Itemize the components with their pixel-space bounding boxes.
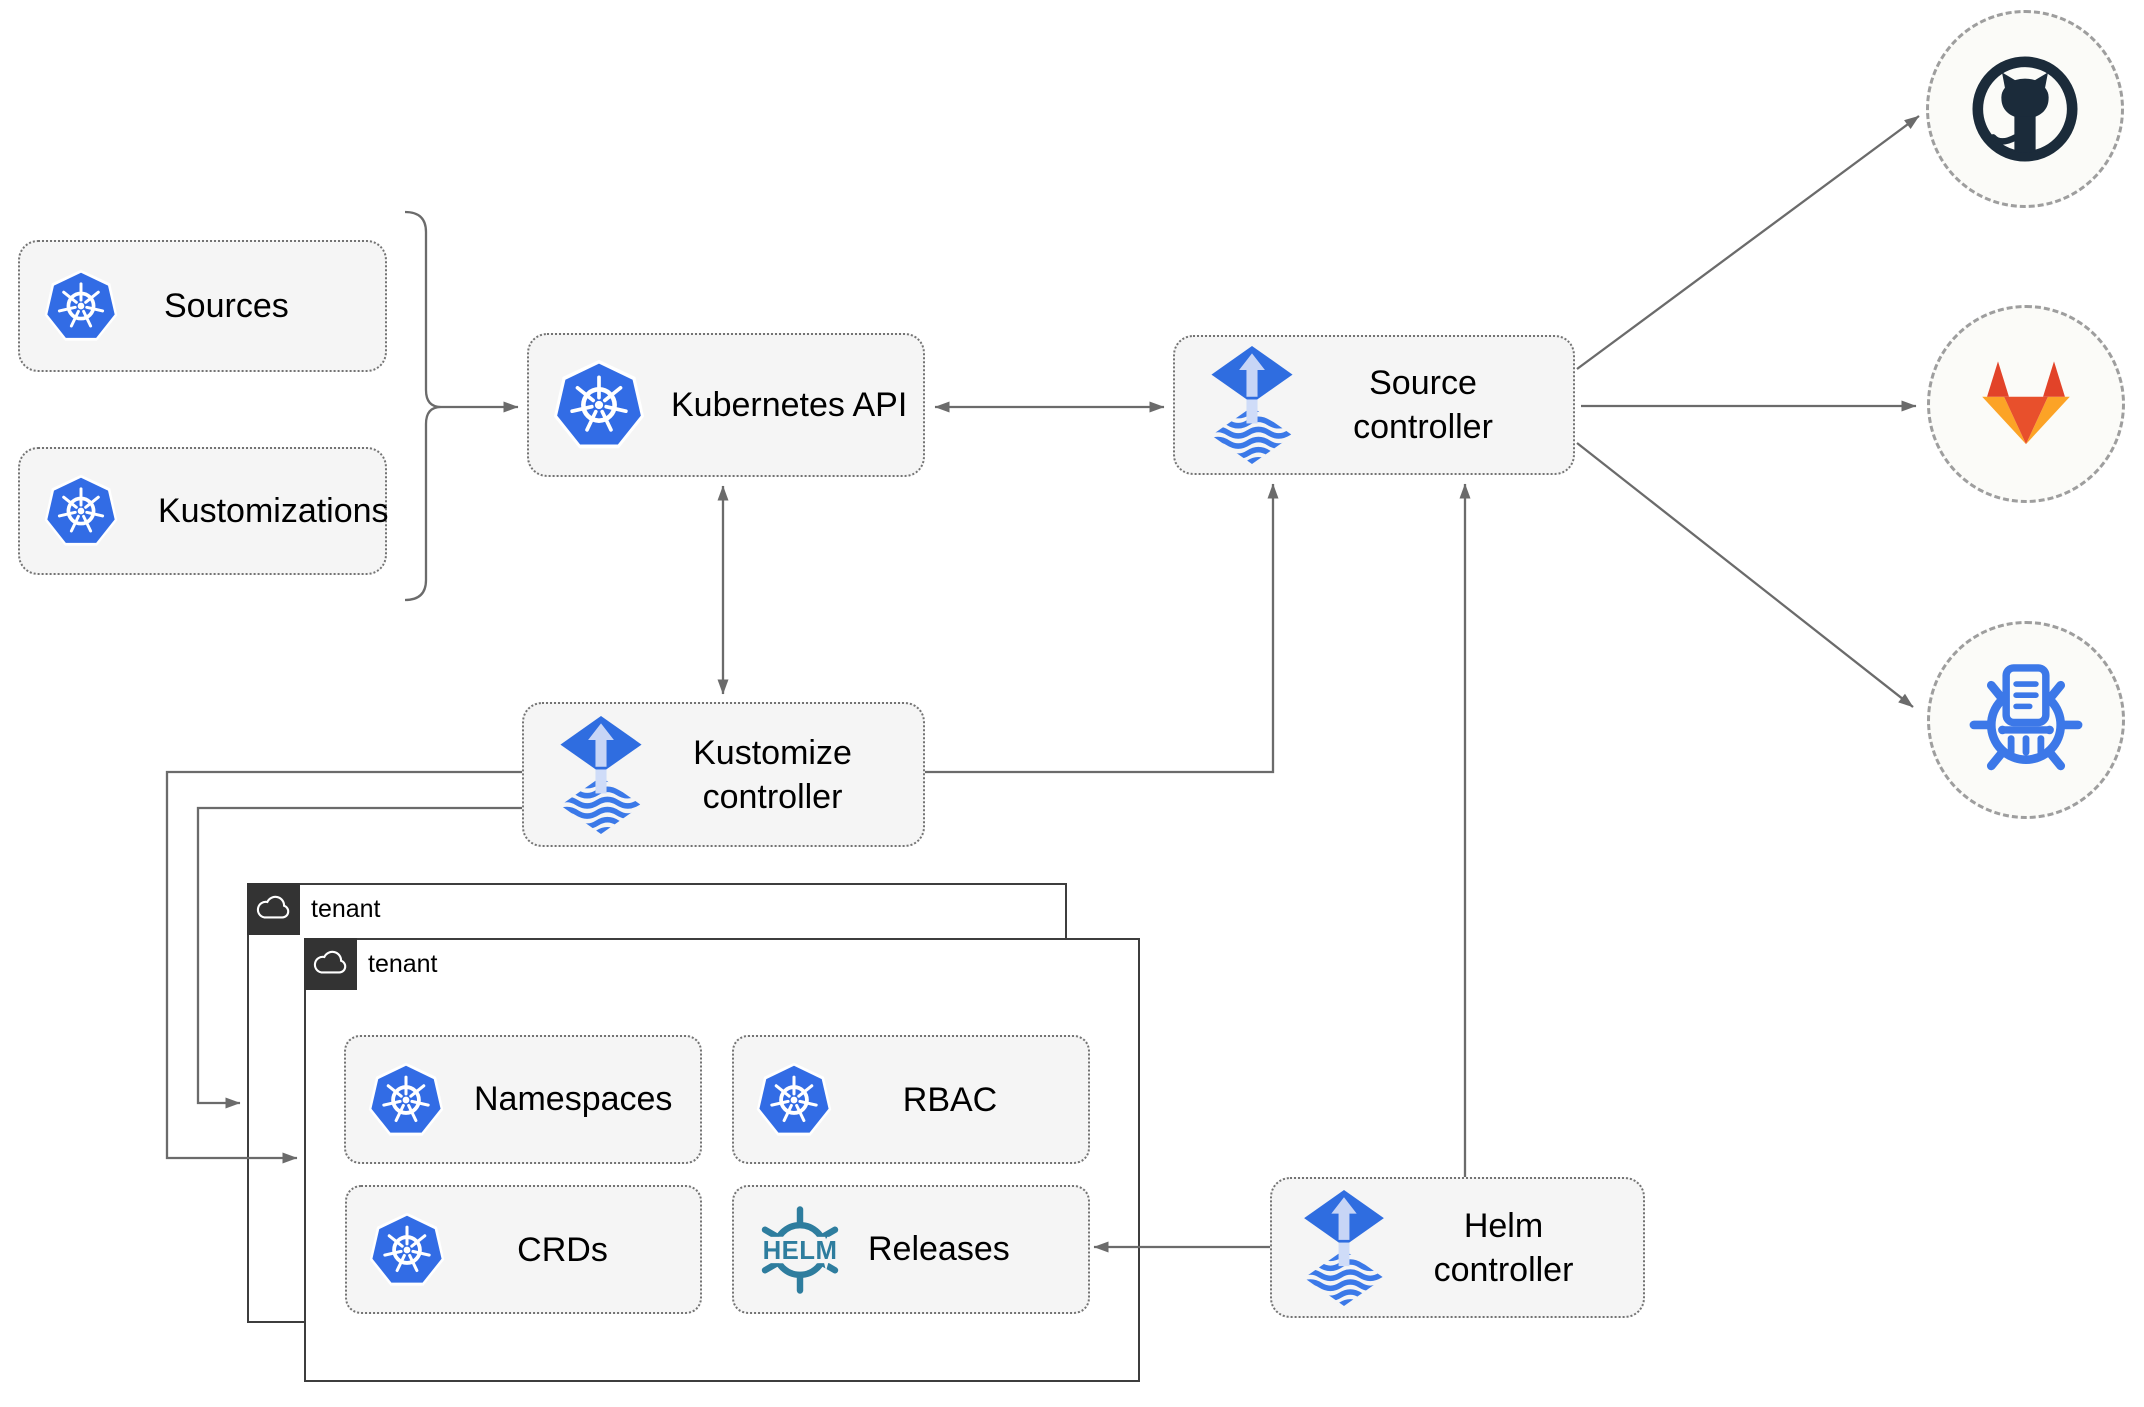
connector-kustomize-to-source — [925, 483, 1279, 774]
flux-icon — [1304, 1190, 1384, 1306]
helm-logo-text: HELM — [763, 1237, 838, 1265]
kubernetes-icon — [44, 269, 118, 343]
node-namespaces: Namespaces — [344, 1035, 702, 1164]
helm-controller-line1: Helm — [1463, 1206, 1544, 1245]
source-controller-line2: controller — [1353, 408, 1493, 446]
cloud-icon — [253, 888, 295, 930]
source-controller-line1: Source — [1369, 364, 1477, 402]
node-source-controller-label: Source controller — [1293, 361, 1573, 449]
node-rbac-label: RBAC — [902, 1080, 998, 1119]
connector-source-to-registry — [1576, 442, 1914, 708]
kubernetes-icon — [368, 1061, 444, 1138]
external-container-registry — [1927, 621, 2125, 819]
kustomize-controller-line2: controller — [702, 777, 843, 816]
tenant-back-tab — [247, 883, 300, 935]
registry-icon — [1964, 658, 2088, 782]
external-github — [1926, 10, 2124, 208]
tenant-front-tab — [304, 938, 357, 990]
github-icon — [1966, 50, 2084, 168]
cloud-icon — [310, 943, 352, 985]
node-crds: CRDs — [345, 1185, 702, 1314]
flux-icon — [1211, 346, 1293, 464]
node-kubernetes-api-label: Kubernetes API — [671, 385, 908, 424]
node-kustomizations-label: Kustomizations — [158, 491, 389, 530]
tenant-back-label: tenant — [311, 895, 381, 923]
node-kustomizations: Kustomizations — [18, 447, 389, 575]
kustomize-controller-line1: Kustomize — [693, 733, 852, 772]
helm-controller-line2: controller — [1433, 1250, 1574, 1289]
flux-icon — [560, 716, 642, 834]
brace-sources-kustomizations — [404, 210, 442, 602]
node-source-controller: Source controller — [1173, 335, 1575, 475]
external-gitlab — [1927, 305, 2125, 503]
node-releases-label: Releases — [868, 1230, 1010, 1268]
node-namespaces-label: Namespaces — [474, 1080, 673, 1118]
node-rbac: RBAC — [732, 1035, 1090, 1164]
kubernetes-icon — [553, 359, 645, 451]
helm-icon: HELM — [754, 1204, 846, 1296]
node-sources: Sources — [18, 240, 387, 372]
kubernetes-icon — [756, 1061, 832, 1138]
kubernetes-icon — [369, 1211, 445, 1288]
tenant-box-front: tenant Namespaces RBAC CRDs — [304, 938, 1140, 1382]
node-helm-controller: Helm controller — [1270, 1177, 1645, 1318]
kubernetes-icon — [44, 474, 118, 548]
node-kustomize-controller: Kustomize controller — [522, 702, 925, 847]
node-crds-label: CRDs — [517, 1230, 608, 1269]
node-releases: HELM Releases — [732, 1185, 1090, 1314]
node-sources-label: Sources — [164, 286, 289, 325]
gitlab-icon — [1965, 348, 2087, 460]
node-helm-controller-label: Helm controller — [1384, 1204, 1643, 1292]
node-kubernetes-api: Kubernetes API — [527, 333, 925, 477]
tenant-front-label: tenant — [368, 950, 438, 978]
node-kustomize-controller-label: Kustomize controller — [642, 731, 923, 819]
connector-source-to-github — [1576, 115, 1920, 370]
